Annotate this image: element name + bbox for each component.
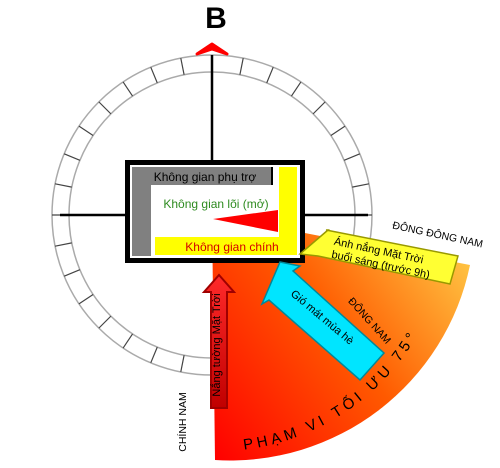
compass-tick <box>78 293 94 305</box>
summer-wind-arrow <box>260 261 386 382</box>
compass-tick <box>312 101 326 115</box>
compass-tick <box>180 57 185 75</box>
compass-tick <box>150 66 158 84</box>
south-label: CHÍNH NAM <box>176 392 189 452</box>
compass-tick <box>330 125 346 137</box>
summer-sun-label: Nắng tường Mặt Trời <box>210 293 223 396</box>
support-space <box>132 167 272 185</box>
north-label: B <box>205 2 227 35</box>
compass-tick <box>122 333 134 349</box>
support-space-label: Không gian phụ trợ <box>154 170 257 184</box>
compass-tick <box>54 242 72 247</box>
compass-axes <box>60 55 368 217</box>
south-sun-arrow <box>201 273 237 409</box>
core-space-label: Không gian lõi (mở) <box>163 197 268 211</box>
morning-sun-arrow <box>298 229 459 285</box>
compass-tick <box>98 101 112 115</box>
compass-tick <box>54 183 72 188</box>
compass-tick <box>78 125 94 137</box>
house-plan <box>125 160 305 263</box>
main-space <box>155 237 297 255</box>
compass-tick <box>150 346 158 364</box>
main-space-label: Không gian chính <box>185 240 278 254</box>
compass-tick <box>122 81 134 97</box>
compass-tick <box>98 315 112 329</box>
compass-tick <box>343 153 361 161</box>
compass-tick <box>180 355 185 373</box>
compass-tick <box>63 269 81 277</box>
compass-tick <box>239 57 244 75</box>
compass-tick <box>266 66 274 84</box>
compass-tick <box>352 183 370 188</box>
north-pointer <box>195 42 229 56</box>
compass-tick <box>63 153 81 161</box>
sun-ray-marker <box>213 210 278 232</box>
compass-tick <box>290 81 302 97</box>
